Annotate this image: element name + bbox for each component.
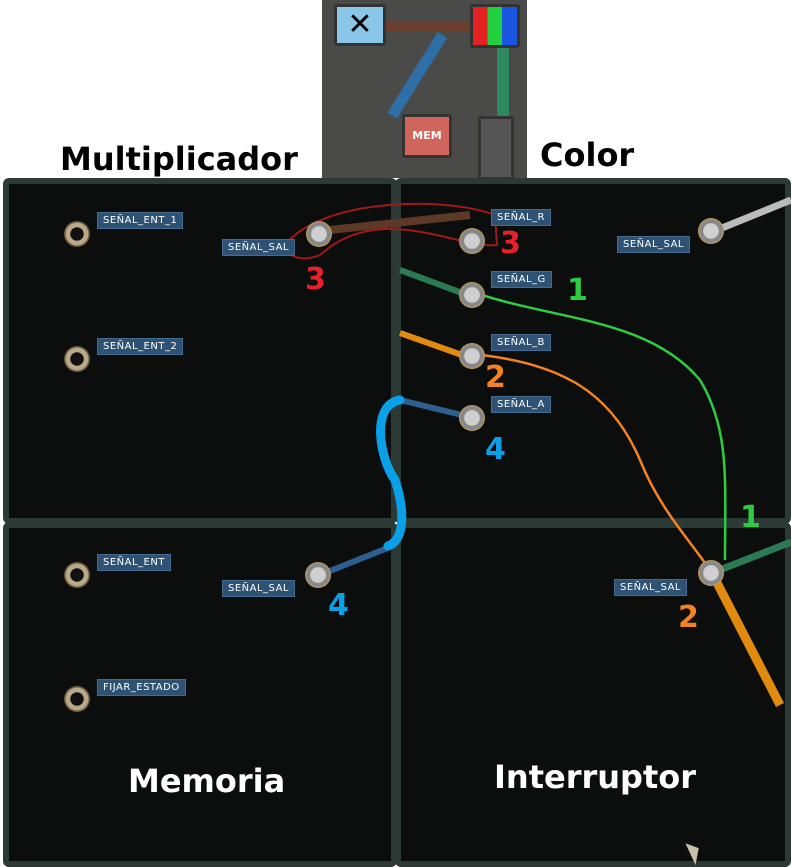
color-component-icon[interactable] [470,4,520,48]
switch-panel [395,522,791,867]
memory-in-connector[interactable] [64,562,90,588]
annotation-4: 4 [485,432,506,467]
color-b-connector[interactable] [459,343,485,369]
memory-in-label: SEÑAL_ENT [97,554,171,571]
multiplier-in1-connector[interactable] [64,221,90,247]
multiplier-in2-connector[interactable] [64,346,90,372]
switch-out-connector[interactable] [698,560,724,586]
annotation-1: 1 [567,273,588,308]
multiplier-title: Multiplicador [60,140,298,178]
memory-out-connector[interactable] [305,562,331,588]
multiplier-panel [3,178,397,524]
color-title: Color [540,136,635,174]
switch-component-icon[interactable] [478,116,514,178]
memory-title: Memoria [128,762,286,800]
annotation-2: 2 [678,600,699,635]
annotation-3: 3 [500,226,521,261]
color-a-label: SEÑAL_A [491,396,551,413]
color-r-label: SEÑAL_R [491,209,552,226]
annotation-4: 4 [328,588,349,623]
color-panel [395,178,791,524]
memory-set-connector[interactable] [64,686,90,712]
memory-set-label: FIJAR_ESTADO [97,679,186,696]
memory-component-icon[interactable]: MEM [402,114,452,158]
memory-out-label: SEÑAL_SAL [222,580,296,597]
switch-out-label: SEÑAL_SAL [614,579,688,596]
multiplier-out-connector[interactable] [306,221,332,247]
multiplier-out-label: SEÑAL_SAL [222,239,296,256]
color-out-connector[interactable] [698,218,724,244]
annotation-1: 1 [740,500,761,535]
color-g-connector[interactable] [459,282,485,308]
multiplier-in2-label: SEÑAL_ENT_2 [97,338,184,355]
switch-title: Interruptor [494,758,696,796]
annotation-3: 3 [305,262,326,297]
color-out-label: SEÑAL_SAL [617,236,691,253]
memory-panel [3,522,397,867]
annotation-2: 2 [485,360,506,395]
circuit-preview: ✕ MEM [322,0,527,178]
multiplier-component-icon[interactable]: ✕ [334,4,386,46]
multiplier-in1-label: SEÑAL_ENT_1 [97,212,184,229]
color-g-label: SEÑAL_G [491,271,552,288]
color-a-connector[interactable] [459,405,485,431]
color-b-label: SEÑAL_B [491,334,551,351]
color-r-connector[interactable] [459,228,485,254]
